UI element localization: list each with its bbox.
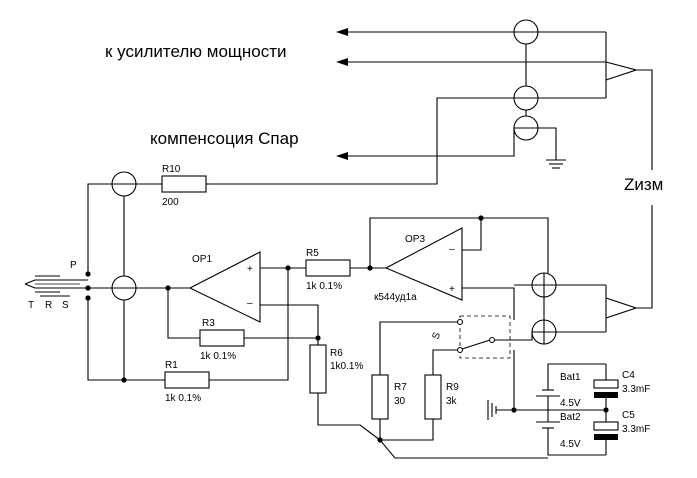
resistor-r1	[164, 371, 210, 389]
resistor-r7	[371, 374, 389, 420]
battery-bat1	[536, 363, 606, 410]
resistor-r3	[199, 329, 245, 347]
r10-name: R10	[162, 164, 181, 175]
jack-r-label: R	[45, 300, 52, 311]
r5-value: 1k 0.1%	[306, 281, 342, 292]
opamp-op1	[188, 251, 261, 323]
op3-label: OP3	[405, 234, 425, 245]
r7-name: R7	[394, 382, 407, 393]
ground-top	[538, 127, 566, 169]
resistor-r6	[309, 344, 327, 394]
r10-value: 200	[162, 197, 179, 208]
c4-name: C4	[622, 370, 635, 381]
r6-name: R6	[330, 348, 343, 359]
probe-bottom	[556, 284, 638, 333]
ground-bottom	[487, 350, 548, 420]
switch-s	[379, 315, 533, 375]
jack-plug	[24, 275, 88, 297]
c4-value: 3.3mF	[622, 384, 650, 395]
op1-plus: +	[247, 264, 253, 275]
compensation-label: компенсоция Спар	[150, 129, 299, 148]
c5-value: 3.3mF	[622, 424, 650, 435]
power-amp-wires	[336, 28, 606, 66]
switch-s-label: S	[430, 331, 443, 341]
c5-name: C5	[622, 410, 635, 421]
r3-name: R3	[202, 318, 215, 329]
op3-plus: +	[449, 284, 455, 295]
op3-part: к544уд1а	[374, 292, 417, 303]
jack-p-label: P	[70, 260, 77, 271]
opamp-op3	[384, 227, 463, 301]
probe-top	[605, 32, 638, 98]
jack-s-label: S	[62, 300, 69, 311]
resistor-r9	[424, 374, 442, 420]
r9-value: 3k	[446, 396, 458, 407]
bat1-value: 4.5V	[560, 398, 581, 409]
resistor-r5	[305, 259, 351, 277]
r9-name: R9	[446, 382, 459, 393]
jack-t-label: T	[28, 300, 34, 311]
r1-name: R1	[165, 360, 178, 371]
op1-minus: –	[247, 298, 253, 309]
power-amp-label: к усилителю мощности	[105, 42, 287, 61]
resistor-r10	[161, 175, 207, 193]
bat1-name: Bat1	[560, 372, 581, 383]
zizm-label: Zизм	[624, 175, 663, 194]
capacitor-c5	[593, 410, 619, 455]
r1-value: 1k 0.1%	[165, 393, 201, 404]
capacitor-c4	[593, 364, 619, 410]
bat2-value: 4.5V	[560, 439, 581, 450]
op1-label: OP1	[192, 254, 212, 265]
r7-value: 30	[394, 396, 406, 407]
op3-minus: –	[449, 244, 455, 255]
bat2-name: Bat2	[560, 412, 581, 423]
r5-name: R5	[306, 248, 319, 259]
r3-value: 1k 0.1%	[200, 351, 236, 362]
r6-value: 1k0.1%	[330, 361, 363, 372]
battery-bat2	[536, 410, 606, 456]
